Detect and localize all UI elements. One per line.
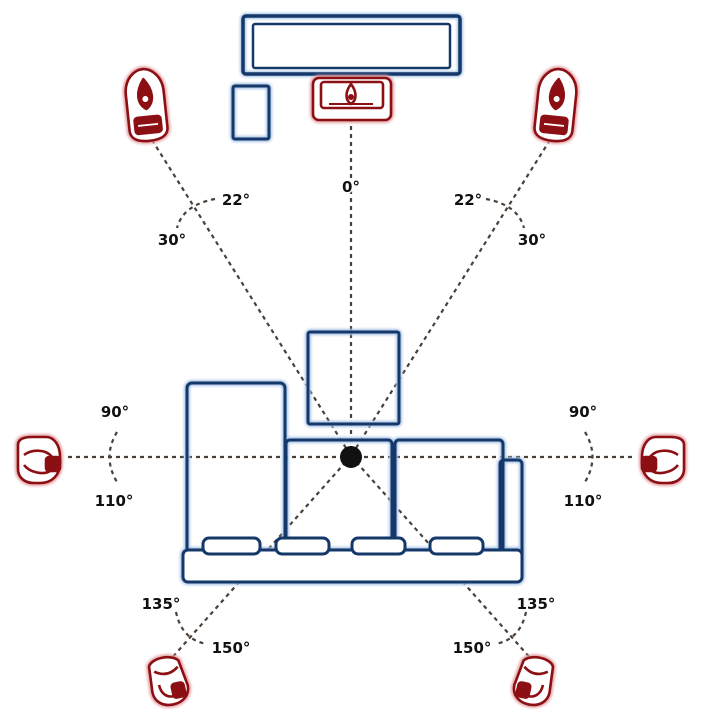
coffee-table-icon xyxy=(305,329,402,427)
label-angle-side-left-upper: 90° xyxy=(101,403,129,421)
arc-front-left xyxy=(175,197,216,229)
arc-front-right xyxy=(485,197,526,229)
label-angle-front-right-inner: 22° xyxy=(454,191,482,209)
sofa-cushion-1 xyxy=(201,536,262,556)
label-angle-front-left-inner: 22° xyxy=(222,191,250,209)
label-angle-front-right-outer: 30° xyxy=(518,231,546,249)
sofa-cushion-4 xyxy=(428,536,485,556)
speaker-icon xyxy=(146,654,192,708)
arc-side-right xyxy=(584,431,594,483)
label-angle-side-left-lower: 110° xyxy=(95,492,134,510)
label-angle-side-right-lower: 110° xyxy=(564,492,603,510)
speaker-icon xyxy=(639,434,687,486)
label-angle-rear-right-lower: 150° xyxy=(453,639,492,657)
sofa-chaise xyxy=(185,381,287,555)
label-angle-center: 0° xyxy=(342,178,360,196)
angle-labels: 0° 22° 30° 22° 30° 90° 110° 90° 110° 135… xyxy=(93,177,604,659)
angle-arcs xyxy=(108,197,594,646)
label-angle-front-left-outer: 30° xyxy=(158,231,186,249)
label-angle-rear-left-lower: 150° xyxy=(212,639,251,657)
speaker-icon xyxy=(531,66,580,145)
label-angle-side-right-upper: 90° xyxy=(569,403,597,421)
arc-side-left xyxy=(108,431,118,483)
sofa-cushion-3 xyxy=(350,536,407,556)
media-box-icon xyxy=(230,83,272,142)
arc-rear-right xyxy=(494,611,528,646)
guide-line-front-left xyxy=(151,139,352,457)
label-angle-rear-right-upper: 135° xyxy=(517,595,556,613)
sofa-icon xyxy=(180,380,525,585)
arc-rear-left xyxy=(174,611,208,646)
speaker-icon xyxy=(310,75,394,123)
sofa-cushion-2 xyxy=(274,536,331,556)
listening-position-icon xyxy=(340,446,362,468)
speaker-icon xyxy=(510,654,556,708)
guide-line-front-right xyxy=(350,139,551,457)
tv-icon xyxy=(240,13,463,77)
speaker-icon xyxy=(122,66,171,145)
label-angle-rear-left-upper: 135° xyxy=(142,595,181,613)
speaker-icon xyxy=(15,434,63,486)
